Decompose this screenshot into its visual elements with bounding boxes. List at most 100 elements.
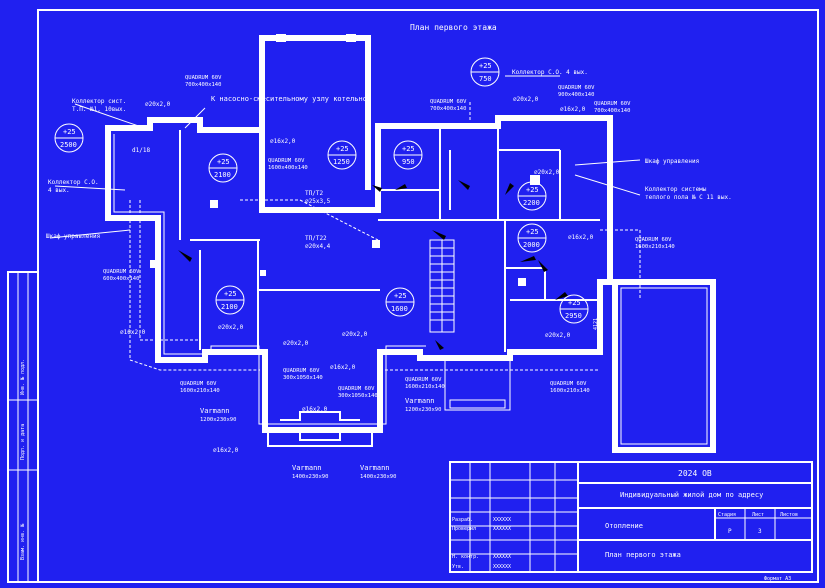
bay-window	[267, 411, 373, 447]
stamp-code: 2024 ОВ	[678, 469, 712, 478]
room-9: +25 2100	[215, 285, 245, 315]
boiler-label: К насосно-смесительному узлу котельной	[211, 95, 371, 103]
svg-text:1600х210х140: 1600х210х140	[635, 244, 675, 250]
svg-text:2100: 2100	[214, 171, 231, 179]
svg-text:1600х210х140: 1600х210х140	[405, 384, 445, 390]
stamp-role-3: Н. контр.	[452, 554, 479, 560]
svg-text:QUADRUM 60V: QUADRUM 60V	[180, 381, 217, 387]
drawing-title: План первого этажа	[410, 23, 497, 32]
garage-walls	[612, 279, 716, 453]
stamp-name-4: XXXXXX	[493, 564, 511, 570]
columns	[150, 175, 540, 286]
svg-text:1600х400х140: 1600х400х140	[268, 165, 308, 171]
svg-text:QUADRUM 60V: QUADRUM 60V	[338, 386, 375, 392]
tvt2-label: ТП/Т22	[305, 235, 327, 242]
pipe-label: ⌀20х2,0	[545, 332, 571, 339]
collector-4b-label: теплого пола № С 11 вых.	[645, 194, 732, 201]
side-strip-text-1: Взам. инв. №	[20, 524, 26, 560]
dimension-label: 4121	[593, 318, 599, 330]
svg-text:2500: 2500	[60, 141, 77, 149]
pipe-label: ⌀20х2,0	[145, 101, 171, 108]
svg-text:+25: +25	[526, 228, 539, 236]
heating-pipes	[129, 100, 641, 371]
tvt2b-label: ⌀20х4,4	[305, 243, 331, 250]
svg-text:700х400х140: 700х400х140	[430, 106, 466, 112]
svg-text:QUADRUM 60V: QUADRUM 60V	[558, 85, 595, 91]
svg-text:QUADRUM 60V: QUADRUM 60V	[594, 101, 631, 107]
stamp-project: Индивидуальный жилой дом по адресу	[620, 491, 763, 499]
tvt1b-label: ⌀25х3,5	[305, 198, 331, 205]
stamp-sheet-header: Лист	[752, 512, 764, 518]
svg-text:1200х230х90: 1200х230х90	[405, 407, 441, 413]
doors	[178, 180, 568, 350]
svg-text:2200: 2200	[523, 199, 540, 207]
side-strip-text-3: Инв. № подл.	[20, 359, 26, 395]
shkaf-right-label: Шкаф управления	[645, 158, 699, 165]
pipe-label: ⌀20х2,0	[534, 169, 560, 176]
room-2: +25 2100	[208, 153, 238, 183]
pipe-label: ⌀20х2,0	[342, 331, 368, 338]
svg-text:300х1050х140: 300х1050х140	[338, 393, 378, 399]
svg-text:2100: 2100	[221, 303, 238, 311]
svg-text:Varmann: Varmann	[200, 407, 230, 415]
stamp-role-2: Проверил	[452, 526, 476, 532]
svg-text:QUADRUM 60V: QUADRUM 60V	[185, 75, 222, 81]
stamp-role-4: Утв.	[452, 564, 464, 570]
annotation-labels: К насосно-смесительному узлу котельной К…	[46, 69, 732, 454]
stamp-sheet: 3	[758, 528, 762, 535]
svg-text:950: 950	[402, 158, 415, 166]
collector-1b-label: Т.П. №1, 10вых.	[72, 106, 126, 113]
svg-text:2950: 2950	[565, 312, 582, 320]
svg-text:1400х230х90: 1400х230х90	[292, 474, 328, 480]
svg-text:+25: +25	[336, 145, 349, 153]
shkaf-left-label: Шкаф управления	[46, 233, 100, 240]
stamp-role-1: Разраб.	[452, 516, 473, 523]
svg-text:600х400х140: 600х400х140	[103, 276, 139, 282]
svg-text:Varmann: Varmann	[405, 397, 435, 405]
svg-text:+25: +25	[568, 299, 581, 307]
svg-text:QUADRUM 60V: QUADRUM 60V	[283, 368, 320, 374]
stamp-stage-header: Стадия	[718, 512, 736, 518]
room-8: +25 2950	[559, 294, 589, 324]
svg-text:+25: +25	[224, 290, 237, 298]
interior-walls	[179, 126, 600, 352]
svg-text:1400х230х90: 1400х230х90	[360, 474, 396, 480]
staircase	[429, 239, 455, 333]
svg-text:QUADRUM 60V: QUADRUM 60V	[103, 269, 140, 275]
pipe-label: ⌀16х2,0	[270, 138, 296, 145]
side-strip	[7, 271, 39, 583]
svg-text:QUADRUM 60V: QUADRUM 60V	[405, 377, 442, 383]
stamp-sheet-title: План первого этажа	[605, 551, 681, 559]
pipe-label: ⌀20х2,0	[218, 324, 244, 331]
stamp-section: Отопление	[605, 522, 643, 530]
svg-text:+25: +25	[479, 62, 492, 70]
pipe-label: ⌀16х2,0	[120, 329, 146, 336]
svg-text:+25: +25	[217, 158, 230, 166]
mark-label: d1/18	[132, 147, 150, 154]
pipe-label: ⌀16х2,0	[560, 106, 586, 113]
svg-text:QUADRUM 60V: QUADRUM 60V	[268, 158, 305, 164]
svg-text:QUADRUM 60V: QUADRUM 60V	[635, 237, 672, 243]
stamp-format: Формат А3	[764, 576, 791, 582]
pipe-label: ⌀16х2,0	[213, 447, 239, 454]
porch	[444, 359, 511, 411]
